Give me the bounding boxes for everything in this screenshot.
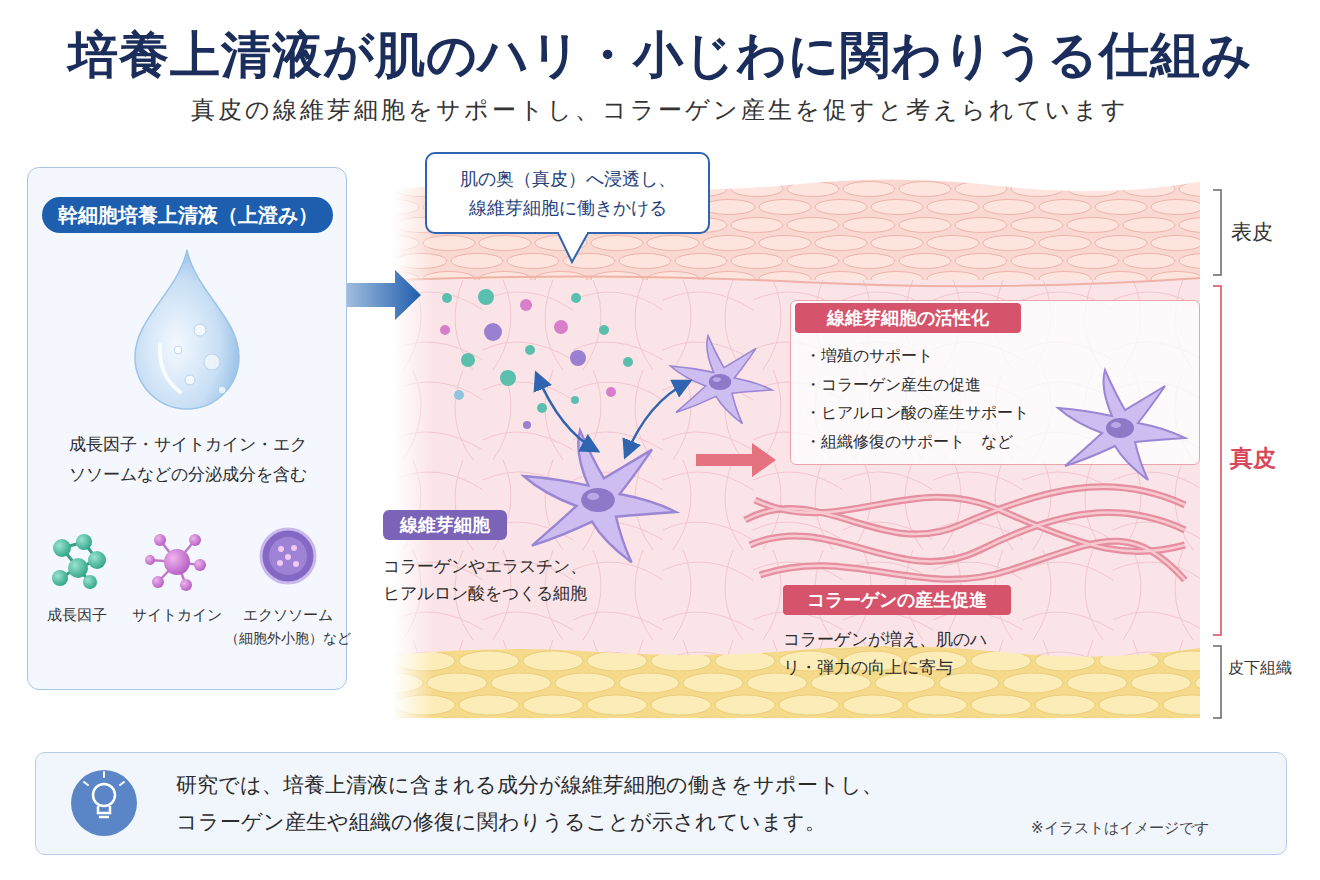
particle (478, 289, 494, 305)
layer-bracket (1213, 646, 1221, 718)
arrow-shaft (696, 454, 754, 466)
activation-box: 線維芽細胞の活性化・増殖のサポート・コラーゲン産生の促進・ヒアルロン酸の産生サポ… (790, 300, 1200, 465)
collagen-fiber (750, 513, 1185, 562)
particle (484, 323, 502, 341)
interaction-arrow (626, 382, 688, 455)
icon-label: 成長因子 (17, 606, 137, 625)
particle (440, 325, 450, 335)
flow-arrow (696, 443, 776, 477)
bullet-item: ・増殖のサポート (805, 346, 933, 367)
fibroblast-cell (524, 430, 676, 562)
particle (442, 293, 452, 303)
cell-description: コラーゲンやエラスチン、ヒアルロン酸をつくる細胞 (383, 553, 599, 607)
layer-label: 真皮 (1230, 443, 1276, 474)
fibroblast-cell (670, 336, 772, 424)
bullet-item: ・ヒアルロン酸の産生サポート (805, 403, 1029, 424)
layer-boundary (393, 276, 1200, 286)
particle (554, 320, 568, 334)
interaction-arrow (537, 375, 596, 450)
edge-fade (393, 178, 433, 720)
icon-label: エクソソーム (228, 606, 348, 625)
particle (606, 387, 616, 397)
particle (525, 345, 535, 355)
layer-bracket (1213, 190, 1221, 275)
cell-tag: 線維芽細胞 (383, 510, 507, 540)
callout-text: 肌の奥（真皮）へ浸透し、線維芽細胞に働きかける (455, 165, 681, 223)
particle (623, 357, 633, 367)
particle (523, 421, 531, 429)
particle (570, 350, 586, 366)
collagen-fiber (760, 541, 1185, 580)
particle (500, 370, 516, 386)
bullet-item: ・コラーゲン産生の促進 (805, 375, 981, 396)
panel-heading: 幹細胞培養上清液（上澄み） (42, 197, 333, 233)
layer-bracket (1213, 286, 1221, 635)
callout-bubble: 肌の奥（真皮）へ浸透し、線維芽細胞に働きかける (425, 152, 710, 234)
box-heading: コラーゲンの産生促進 (783, 585, 1011, 615)
particle (537, 403, 547, 413)
subcutaneous-layer (393, 646, 1200, 718)
particle (571, 396, 579, 404)
box-heading: 線維芽細胞の活性化 (795, 303, 1021, 333)
layer-label: 皮下組織 (1228, 658, 1292, 679)
diagram-title: 培養上清液が肌のハリ・小じわに関わりうる仕組み (0, 22, 1320, 89)
fiber-highlight (760, 541, 1185, 580)
collagen-node: コラーゲンの産生促進コラーゲンが増え、肌のハリ・弾力の向上に寄与 (780, 583, 1080, 683)
arrow-head (752, 443, 776, 477)
fibroblast-node: 線維芽細胞コラーゲンやエラスチン、ヒアルロン酸をつくる細胞 (380, 445, 690, 610)
note-text: 研究では、培養上清液に含まれる成分が線維芽細胞の働きをサポートし、コラーゲン産生… (176, 767, 888, 841)
fiber-highlight (750, 513, 1185, 562)
fiber-highlight (745, 487, 1185, 534)
callout-tail (558, 233, 588, 262)
subtitle: 真皮の線維芽細胞をサポートし、コラーゲン産生を促すと考えられています (0, 94, 1320, 126)
layer-label: 表皮 (1231, 218, 1273, 246)
particle (571, 293, 581, 303)
note-disclaimer: ※イラストはイメージです (1031, 819, 1209, 838)
note-box: 研究では、培養上清液に含まれる成分が線維芽細胞の働きをサポートし、コラーゲン産生… (35, 752, 1287, 855)
particle (454, 390, 464, 400)
fiber-highlight (755, 497, 1185, 551)
panel-body: 成長因子・サイトカイン・エクソソームなどの分泌成分を含む (65, 430, 311, 490)
icon-label: サイトカイン (117, 606, 237, 625)
particle (520, 299, 532, 311)
particle (599, 325, 609, 335)
icon-label: （細胞外小胞）など (213, 630, 363, 648)
bullet-item: ・組織修復のサポート など (805, 432, 1013, 453)
particle (461, 353, 475, 367)
collagen-description: コラーゲンが増え、肌のハリ・弾力の向上に寄与 (783, 625, 1015, 681)
